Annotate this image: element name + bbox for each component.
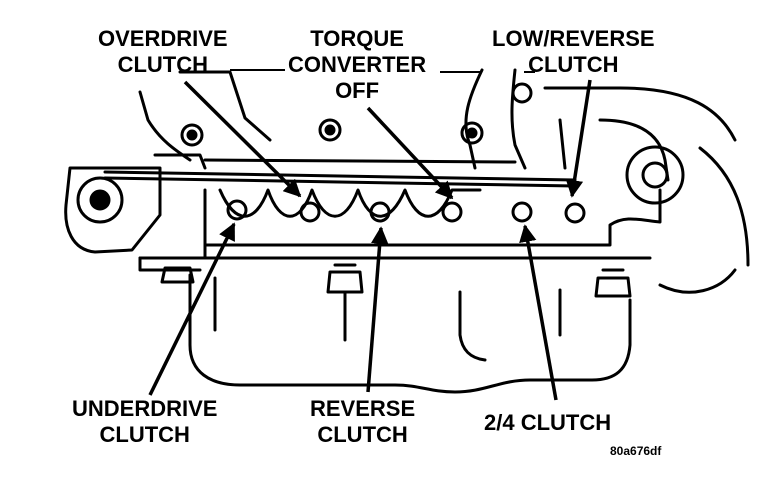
two-four-label-line1: 2/4 CLUTCH [484,410,612,435]
separator-plate [103,153,577,188]
overdrive-clutch-label: OVERDRIVE CLUTCH [98,26,228,78]
torque-converter-label-line3: OFF [335,78,380,103]
underdrive-label-line1: UNDERDRIVE [72,396,218,421]
two-four-clutch-label: 2/4 CLUTCH [484,410,611,436]
figure-code: 80a676df [610,444,662,458]
left-mounting-boss [64,166,162,254]
pan-bolts [160,263,632,298]
overdrive-label-line2: CLUTCH [117,52,209,77]
low-reverse-clutch-label: LOW/REVERSE CLUTCH [492,26,655,78]
torque-converter-leader [366,106,454,200]
valve-body [138,188,662,272]
reverse-leader [366,226,389,393]
reverse-label-line2: CLUTCH [317,422,408,447]
torque-converter-label-line2: CONVERTER [288,52,427,77]
low-reverse-label-line1: LOW/REVERSE [492,26,655,51]
underdrive-clutch-label: UNDERDRIVE CLUTCH [72,396,217,448]
overdrive-leader [183,80,302,198]
overdrive-label-line1: OVERDRIVE [98,26,228,51]
upper-case-bolts [180,118,484,147]
leader-lines [148,79,592,401]
reverse-clutch-label: REVERSE CLUTCH [310,396,415,448]
torque-converter-label-line1: TORQUE [310,26,404,51]
reverse-label-line1: REVERSE [310,396,416,421]
underdrive-leader [148,222,236,396]
low-reverse-leader [565,79,592,198]
underdrive-label-line2: CLUTCH [99,422,190,447]
low-reverse-label-line2: CLUTCH [528,52,619,77]
torque-converter-off-label: TORQUE CONVERTER OFF [288,26,426,104]
two-four-leader [519,224,558,401]
oil-pan [188,268,737,394]
transmission-case-upper [138,68,750,267]
valve-body-bolts [226,199,586,224]
label-connectors [230,69,535,73]
